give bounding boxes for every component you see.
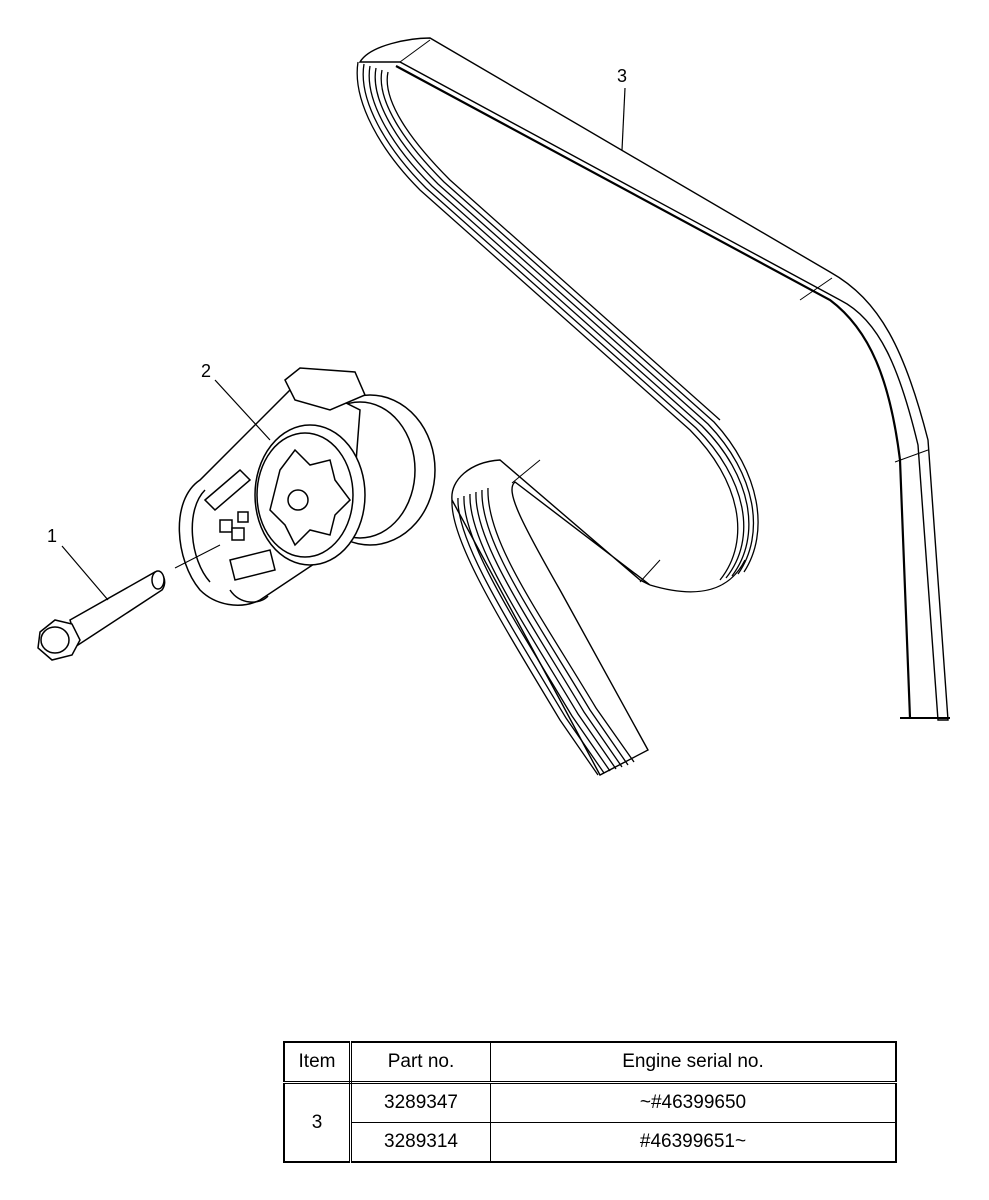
header-serial-no: Engine serial no. <box>490 1041 897 1084</box>
part-no-cell: 3289347 <box>350 1082 491 1123</box>
belt-lower-back <box>451 459 651 776</box>
callout-2: 2 <box>201 361 211 381</box>
exploded-parts-diagram: 1 2 3 <box>37 37 950 776</box>
serpentine-belt <box>356 37 950 776</box>
belt-tensioner <box>178 367 436 606</box>
table-header-row: Item Part no. Engine serial no. <box>283 1041 897 1084</box>
tensioner-bolt <box>37 544 221 661</box>
serial-no-cell: #46399651~ <box>490 1122 897 1163</box>
header-part-no: Part no. <box>350 1041 491 1084</box>
item-number-cell: 3 <box>283 1082 352 1163</box>
callout-3: 3 <box>617 66 627 86</box>
serial-no-cell: ~#46399650 <box>490 1082 897 1123</box>
leader-lines <box>61 87 626 601</box>
belt-ribs-upper <box>356 61 912 719</box>
parts-table: Item Part no. Engine serial no. 3 328934… <box>283 1041 897 1163</box>
part-no-cell: 3289314 <box>350 1122 491 1163</box>
callout-1: 1 <box>47 526 57 546</box>
belt-ribs-lower <box>451 487 746 776</box>
table-row: 3289314 #46399651~ <box>284 1122 897 1163</box>
header-item: Item <box>283 1041 352 1084</box>
belt-back-face <box>358 37 949 721</box>
table-row: 3 3289347 ~#46399650 <box>283 1082 897 1163</box>
